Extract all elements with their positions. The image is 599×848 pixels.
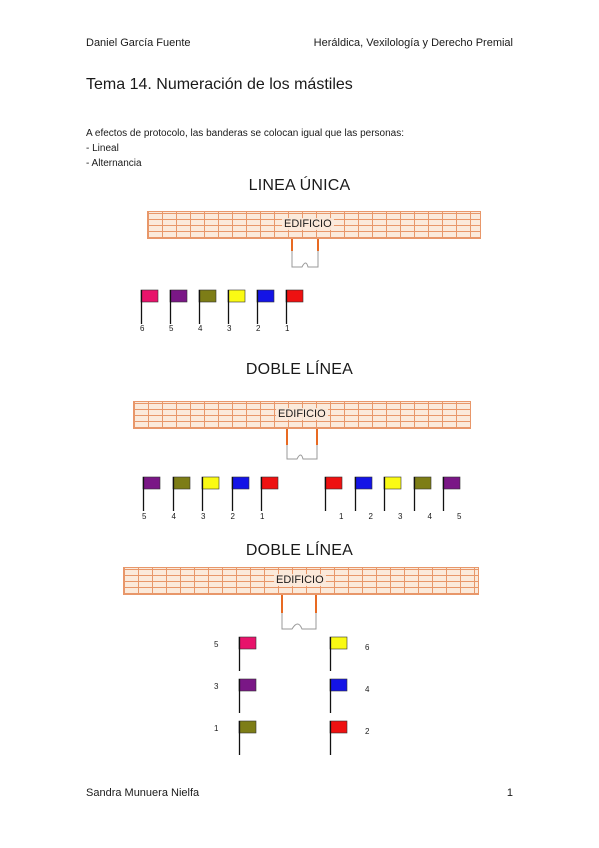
- diagram3-left-flag-3-icon: [238, 678, 257, 713]
- diagram2-left-flag-4-number: 4: [171, 512, 176, 521]
- diagram2-left-flag-1-icon: [260, 476, 279, 511]
- diagram3-right-flag-6-icon: [329, 636, 348, 671]
- diagram1-flag-5-number: 5: [169, 324, 174, 333]
- diagram2-left-flag-3-number: 3: [201, 512, 206, 521]
- diagram3-left-flag-3-number: 3: [214, 682, 219, 691]
- diagram1-building: EDIFICIO: [147, 211, 481, 239]
- diagram2-building: EDIFICIO: [133, 401, 471, 429]
- diagram1-flag-3-icon: [227, 289, 246, 324]
- diagram2-left-flag-5-number: 5: [142, 512, 147, 521]
- diagram1-flag-3-number: 3: [227, 324, 232, 333]
- page-title: Tema 14. Numeración de los mástiles: [86, 76, 353, 93]
- diagram2-right-flag-2-icon: [354, 476, 372, 511]
- diagram3-right-flag-2-number: 2: [365, 727, 370, 736]
- intro-text: A efectos de protocolo, las banderas se …: [86, 126, 404, 171]
- diagram3-right-flag-4-icon: [329, 678, 348, 713]
- diagram1-flag-4-number: 4: [198, 324, 203, 333]
- diagram3-left-flag-5-icon: [238, 636, 257, 671]
- page-number: 1: [506, 787, 513, 799]
- diagram2-right-flag-1-number: 1: [339, 512, 344, 521]
- diagram2-right-flag-3-number: 3: [398, 512, 403, 521]
- diagram1-flag-1-number: 1: [285, 324, 290, 333]
- diagram2-right-flag-4-number: 4: [427, 512, 432, 521]
- diagram1-building-label: EDIFICIO: [282, 218, 334, 230]
- header-subject: Heráldica, Vexilología y Derecho Premial: [313, 37, 513, 49]
- diagram1-flag-6-icon: [140, 289, 159, 324]
- intro-line: A efectos de protocolo, las banderas se …: [86, 128, 404, 139]
- diagram3-building: EDIFICIO: [123, 567, 479, 595]
- diagram1-heading: LINEA ÚNICA: [248, 177, 351, 194]
- diagram2-left-flag-5-icon: [142, 476, 161, 511]
- header-author: Daniel García Fuente: [86, 37, 191, 49]
- diagram3-heading: DOBLE LÍNEA: [245, 542, 354, 559]
- diagram2-right-flag-1-icon: [324, 476, 343, 511]
- diagram3-right-flag-6-number: 6: [365, 643, 370, 652]
- diagram2-left-flag-2-icon: [231, 476, 249, 511]
- diagram3-right-flag-2-icon: [329, 720, 348, 755]
- diagram1-entrance-icon: [291, 239, 319, 268]
- diagram1-flag-5-icon: [169, 289, 188, 324]
- diagram2-right-flag-3-icon: [383, 476, 402, 511]
- diagram3-left-flag-5-number: 5: [214, 640, 219, 649]
- diagram2-entrance-icon: [286, 429, 318, 460]
- diagram3-right-flag-4-number: 4: [365, 685, 370, 694]
- diagram3-entrance-icon: [281, 595, 317, 630]
- diagram2-building-label: EDIFICIO: [276, 408, 328, 420]
- diagram2-left-flag-3-icon: [201, 476, 220, 511]
- diagram3-left-flag-1-icon: [238, 720, 257, 755]
- intro-item-lineal: - Lineal: [86, 143, 119, 154]
- footer-author: Sandra Munuera Nielfa: [86, 787, 200, 799]
- diagram2-right-flag-4-icon: [413, 476, 431, 511]
- diagram2-left-flag-4-icon: [172, 476, 190, 511]
- diagram2-right-flag-5-icon: [442, 476, 461, 511]
- diagram2-right-flag-5-number: 5: [457, 512, 462, 521]
- diagram1-flag-6-number: 6: [140, 324, 145, 333]
- diagram1-flag-2-number: 2: [256, 324, 261, 333]
- diagram3-building-label: EDIFICIO: [274, 574, 326, 586]
- diagram1-flag-2-icon: [256, 289, 275, 324]
- diagram1-flag-4-icon: [198, 289, 217, 324]
- intro-item-alternancia: - Alternancia: [86, 158, 142, 169]
- diagram2-right-flag-2-number: 2: [368, 512, 373, 521]
- diagram3-left-flag-1-number: 1: [214, 724, 219, 733]
- diagram2-left-flag-1-number: 1: [260, 512, 265, 521]
- diagram1-flag-1-icon: [285, 289, 304, 324]
- diagram2-heading: DOBLE LÍNEA: [245, 361, 354, 378]
- diagram2-left-flag-2-number: 2: [230, 512, 235, 521]
